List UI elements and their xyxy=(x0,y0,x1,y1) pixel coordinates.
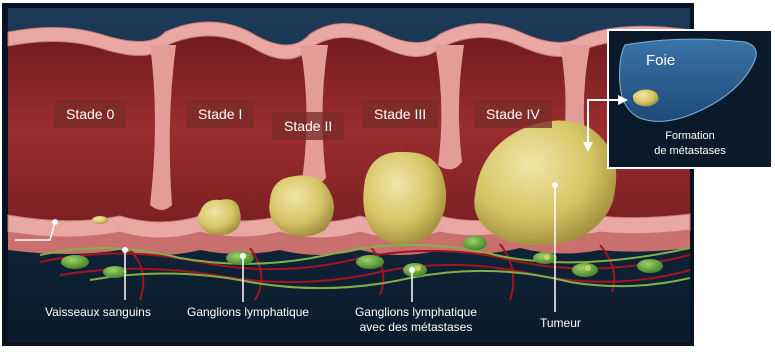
liver-metastasis xyxy=(633,90,658,107)
vessels-label: Vaisseaux sanguins xyxy=(45,305,151,319)
metastasis-spot xyxy=(544,254,550,260)
stage-1-label: Stade I xyxy=(186,100,254,128)
lymph-node xyxy=(463,236,487,250)
lymph-nodes-label: Ganglions lymphatique xyxy=(187,305,309,319)
tumor-stage-2 xyxy=(269,175,334,236)
stage-4-label: Stade IV xyxy=(474,100,552,128)
stage-3-label: Stade III xyxy=(362,100,438,128)
stage-0-label: Stade 0 xyxy=(54,100,126,128)
tumor-stage-3 xyxy=(363,152,446,244)
lymph-nodes-metastasis-label-line1: Ganglions lymphatique xyxy=(346,305,486,319)
stage-2-label: Stade II xyxy=(272,112,344,140)
tumor-label: Tumeur xyxy=(540,316,581,330)
tumor-stage-0 xyxy=(92,216,108,224)
metastasis-spot xyxy=(585,265,591,271)
lymph-nodes-metastasis-label-line2: avec des métastases xyxy=(346,320,486,334)
lymph-node xyxy=(226,251,254,265)
lymph-node xyxy=(637,259,663,273)
metastasis-spot xyxy=(415,265,421,271)
lymph-node xyxy=(61,255,89,269)
lymph-node-metastasis xyxy=(572,263,598,277)
lymph-node xyxy=(356,255,384,269)
lymph-node xyxy=(103,266,127,278)
liver-label: Foie xyxy=(646,52,675,69)
liver-caption-line1: Formation xyxy=(612,130,768,142)
liver-caption-line2: de métastases xyxy=(612,145,768,157)
